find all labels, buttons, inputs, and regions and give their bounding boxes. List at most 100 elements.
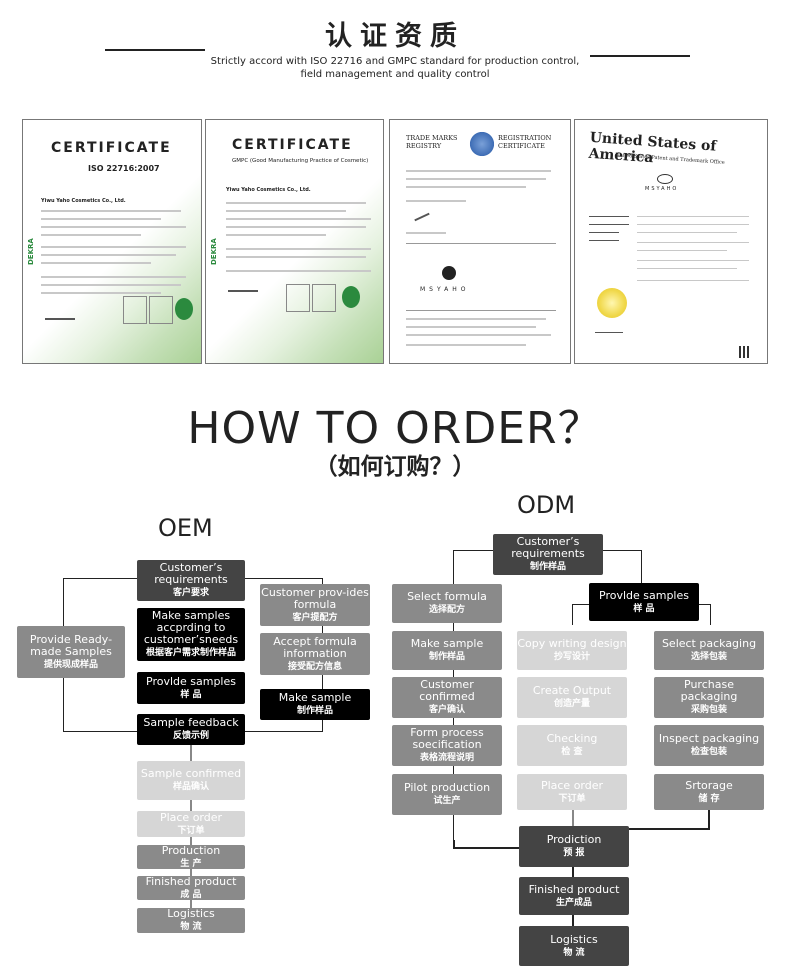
odm-form-process: Form process soecification 表格流程说明	[392, 725, 502, 766]
step-label-cn: 检查包装	[690, 747, 727, 757]
step-label-en: Make sample	[410, 637, 484, 650]
step-label-cn: 选择包装	[690, 652, 727, 662]
step-label-en: Checking	[546, 732, 598, 745]
step-label-cn: 生 产	[180, 858, 202, 869]
cert-company: Yiwu Yaho Cosmetics Co., Ltd.	[41, 198, 126, 204]
step-label-en: Customer confirmed	[419, 678, 475, 703]
step-label-cn: 物 流	[180, 922, 202, 932]
step-label-cn: 试生产	[433, 796, 461, 806]
step-label-cn: 制作样品	[529, 562, 566, 572]
gold-seal-icon	[597, 288, 627, 318]
step-label-cn: 采购包装	[690, 705, 727, 715]
odm-make-sample: Make sample 制作样品	[392, 631, 502, 670]
how-to-order-subtitle: （如何订购？）	[314, 454, 476, 480]
step-label-en: Customer’s requirements	[154, 561, 228, 586]
subtitle-line-1: Strictly accord with ISO 22716 and GMPC …	[210, 56, 580, 67]
step-label-cn: 表格流程说明	[419, 753, 474, 763]
page-subtitle: Strictly accord with ISO 22716 and GMPC …	[200, 55, 590, 81]
step-label-en: Provide Ready-made Samples	[29, 632, 113, 658]
certificate-gmpc: CERTIFICATE GMPC (Good Manufacturing Pra…	[205, 119, 384, 364]
step-label-en: Form process soecification	[410, 726, 484, 751]
accreditation-stamp	[123, 296, 147, 324]
step-label-en: Inspect packaging	[658, 732, 760, 745]
brand-logo-icon	[442, 266, 456, 280]
step-label-en: Provlde samples	[599, 588, 689, 602]
step-label-cn: 客户提配方	[292, 612, 338, 623]
odm-title: ODM	[517, 491, 576, 519]
subtitle-line-2: field management and quality control	[300, 69, 490, 80]
how-to-order-title: HOW TO ORDER？	[187, 403, 603, 454]
step-label-cn: 反馈示例	[172, 731, 209, 741]
step-label-cn: 制作样品	[428, 652, 465, 662]
page-title: 认证资质	[325, 21, 465, 52]
step-label-cn: 接受配方信息	[287, 661, 342, 672]
accreditation-stamp	[312, 284, 336, 312]
brand-mark: MSYAHO	[420, 286, 470, 293]
step-label-cn: 检 查	[561, 747, 583, 757]
title-divider-right	[590, 55, 690, 57]
step-label-en: Customer prov-ides formula	[261, 585, 369, 611]
oem-logistics: Logistics 物 流	[137, 908, 245, 933]
odm-select-formula: Select formula 选择配方	[392, 584, 502, 623]
cert-subtitle: GMPC (Good Manufacturing Practice of Cos…	[232, 158, 369, 164]
accreditation-stamp	[286, 284, 310, 312]
oem-customer-requirements: Customer’s requirements 客户要求	[137, 560, 245, 601]
step-label-en: Select packaging	[661, 637, 757, 650]
qr-code-icon	[739, 346, 751, 358]
step-label-en: Customer’s requirements	[511, 535, 585, 560]
step-label-cn: 样品确认	[172, 782, 209, 792]
oem-sample-feedback: Sample feedback 反馈示例	[137, 714, 245, 745]
step-label-en: Select formula	[407, 590, 487, 603]
odm-select-packaging: Select packaging 选择包装	[654, 631, 764, 670]
title-divider-left	[105, 49, 205, 51]
step-label-en: Make sample	[278, 691, 352, 704]
step-label-cn: 客户要求	[172, 588, 209, 598]
step-label-cn: 样 品	[633, 603, 655, 614]
step-label-en: Pilot production	[403, 781, 491, 794]
step-label-en: Logistics	[550, 932, 598, 946]
odm-customer-requirements: Customer’s requirements 制作样品	[493, 534, 603, 575]
step-label-en: Place order	[540, 778, 604, 792]
certificate-trademark-registry: TRADE MARKS REGISTRY REGISTRATION CERTIF…	[389, 119, 571, 364]
cert-title-left: TRADE MARKS REGISTRY	[406, 134, 458, 150]
step-label-cn: 下订单	[177, 825, 205, 836]
step-label-en: Create Output	[532, 684, 612, 697]
step-label-en: Prodiction	[546, 833, 602, 846]
step-label-en: Finished product	[528, 882, 620, 896]
step-label-cn: 成 品	[180, 889, 202, 900]
brand-mark: MSYAHO	[645, 186, 679, 192]
step-label-cn: 抄写设计	[553, 652, 590, 662]
step-label-cn: 选择配方	[428, 605, 465, 615]
certificate-uspto: United States of America United States P…	[574, 119, 768, 364]
step-label-en: Sample feedback	[143, 716, 239, 729]
odm-inspect-packaging: Inspect packaging 检查包装	[654, 725, 764, 766]
dekra-logo: DEKRA	[27, 238, 35, 265]
step-label-en: Logistics	[167, 907, 215, 920]
dekra-seal-icon	[342, 286, 360, 308]
cert-company: Yiwu Yaho Cosmetics Co., Ltd.	[226, 187, 311, 193]
oem-make-samples: Make samples accprding to customer’sneed…	[137, 608, 245, 661]
odm-checking: Checking 检 查	[517, 725, 627, 766]
step-label-en: Provlde samples	[146, 674, 236, 688]
cert-title: CERTIFICATE	[51, 140, 172, 156]
step-label-cn: 样 品	[180, 689, 202, 700]
step-label-en: Purchase packaging	[680, 678, 738, 703]
registry-seal-icon	[468, 130, 496, 158]
step-label-cn: 生产成品	[555, 897, 592, 908]
step-label-en: Place order	[159, 810, 223, 824]
step-label-en: Sample confirmed	[140, 767, 242, 780]
step-label-en: Accept formula information	[273, 634, 357, 660]
cert-subtitle: ISO 22716:2007	[88, 164, 160, 173]
oem-title: OEM	[158, 514, 213, 542]
step-label-en: Make samples accprding to customer’sneed…	[143, 609, 239, 646]
step-label-en: Production	[161, 843, 221, 857]
certificate-iso22716: CERTIFICATE ISO 22716:2007 DEKRA Yiwu Ya…	[22, 119, 202, 364]
